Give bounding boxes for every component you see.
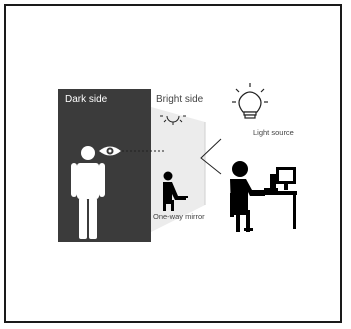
light-source-label: Light source [253,128,294,137]
diagram-frame [4,4,342,323]
reflection-lines [200,138,222,175]
desk-worker-icon [230,161,297,232]
seated-person-icon [163,171,188,211]
bright-side-label: Bright side [156,94,204,105]
eye-icon [99,146,121,156]
dark-side-label: Dark side [65,94,108,105]
light-bulb-icon [232,83,268,119]
person-standing-icon [71,146,105,239]
reflected-light-icon [160,115,186,125]
one-way-mirror-label: One-way mirror [153,212,205,221]
